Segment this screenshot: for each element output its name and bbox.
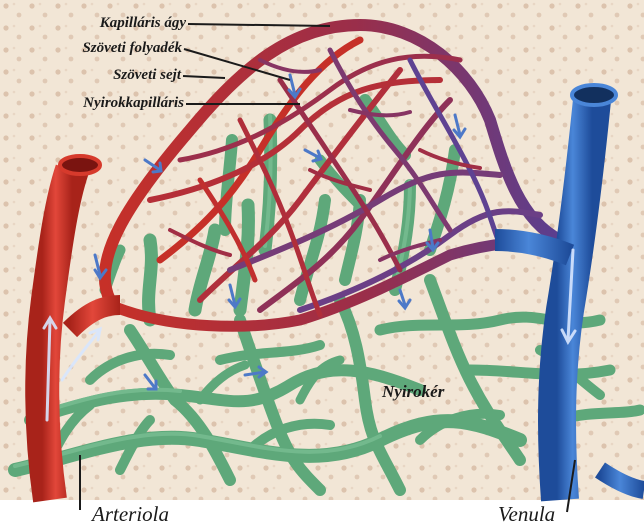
label-capillary-bed: Kapilláris ágy [62, 14, 186, 32]
label-lymph-capillary: Nyirokkapilláris [24, 94, 184, 112]
venule-opening [572, 85, 616, 105]
label-lymph-vessel: Nyirokér [382, 382, 444, 402]
label-tissue-cell: Szöveti sejt [62, 66, 181, 84]
label-tissue-fluid: Szöveti folyadék [32, 39, 182, 57]
label-arteriole: Arteriola [92, 502, 169, 527]
label-venule: Venula [498, 502, 555, 527]
arteriole-opening [60, 156, 100, 174]
